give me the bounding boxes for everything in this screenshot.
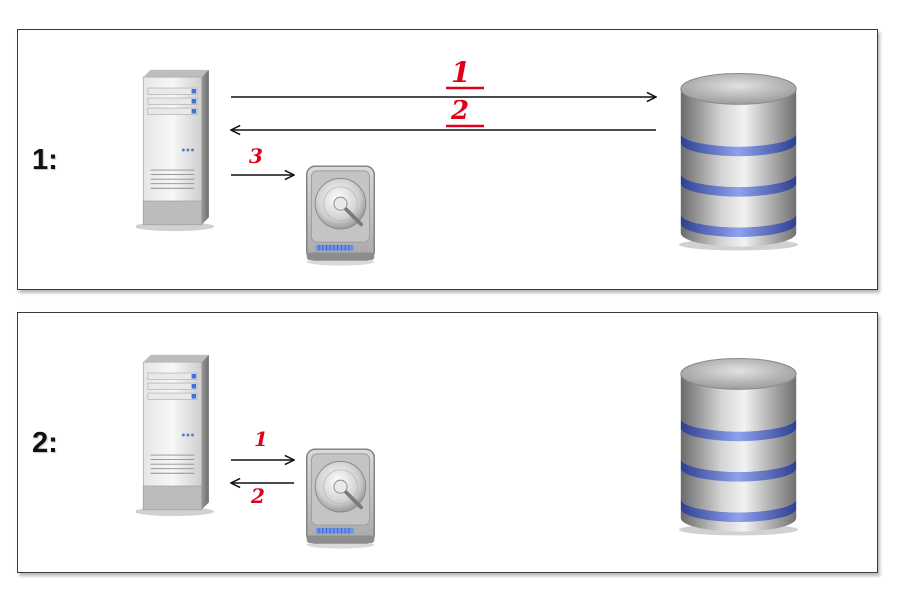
- scenario-panel-2: 2: 1 2: [17, 312, 878, 573]
- annotation-number: 3: [249, 144, 263, 168]
- annotation-number: 1: [451, 56, 471, 89]
- scenario-label: 2:: [32, 427, 58, 459]
- scenario-panel-1: 1: 1 2 3: [17, 29, 878, 290]
- annotation-number: 2: [451, 96, 470, 126]
- annotation-number: 1: [254, 427, 268, 451]
- scenario-label: 1:: [32, 144, 58, 176]
- arrows-layer: [18, 86, 879, 291]
- arrows-layer: [18, 313, 879, 574]
- annotation-number: 2: [251, 484, 265, 508]
